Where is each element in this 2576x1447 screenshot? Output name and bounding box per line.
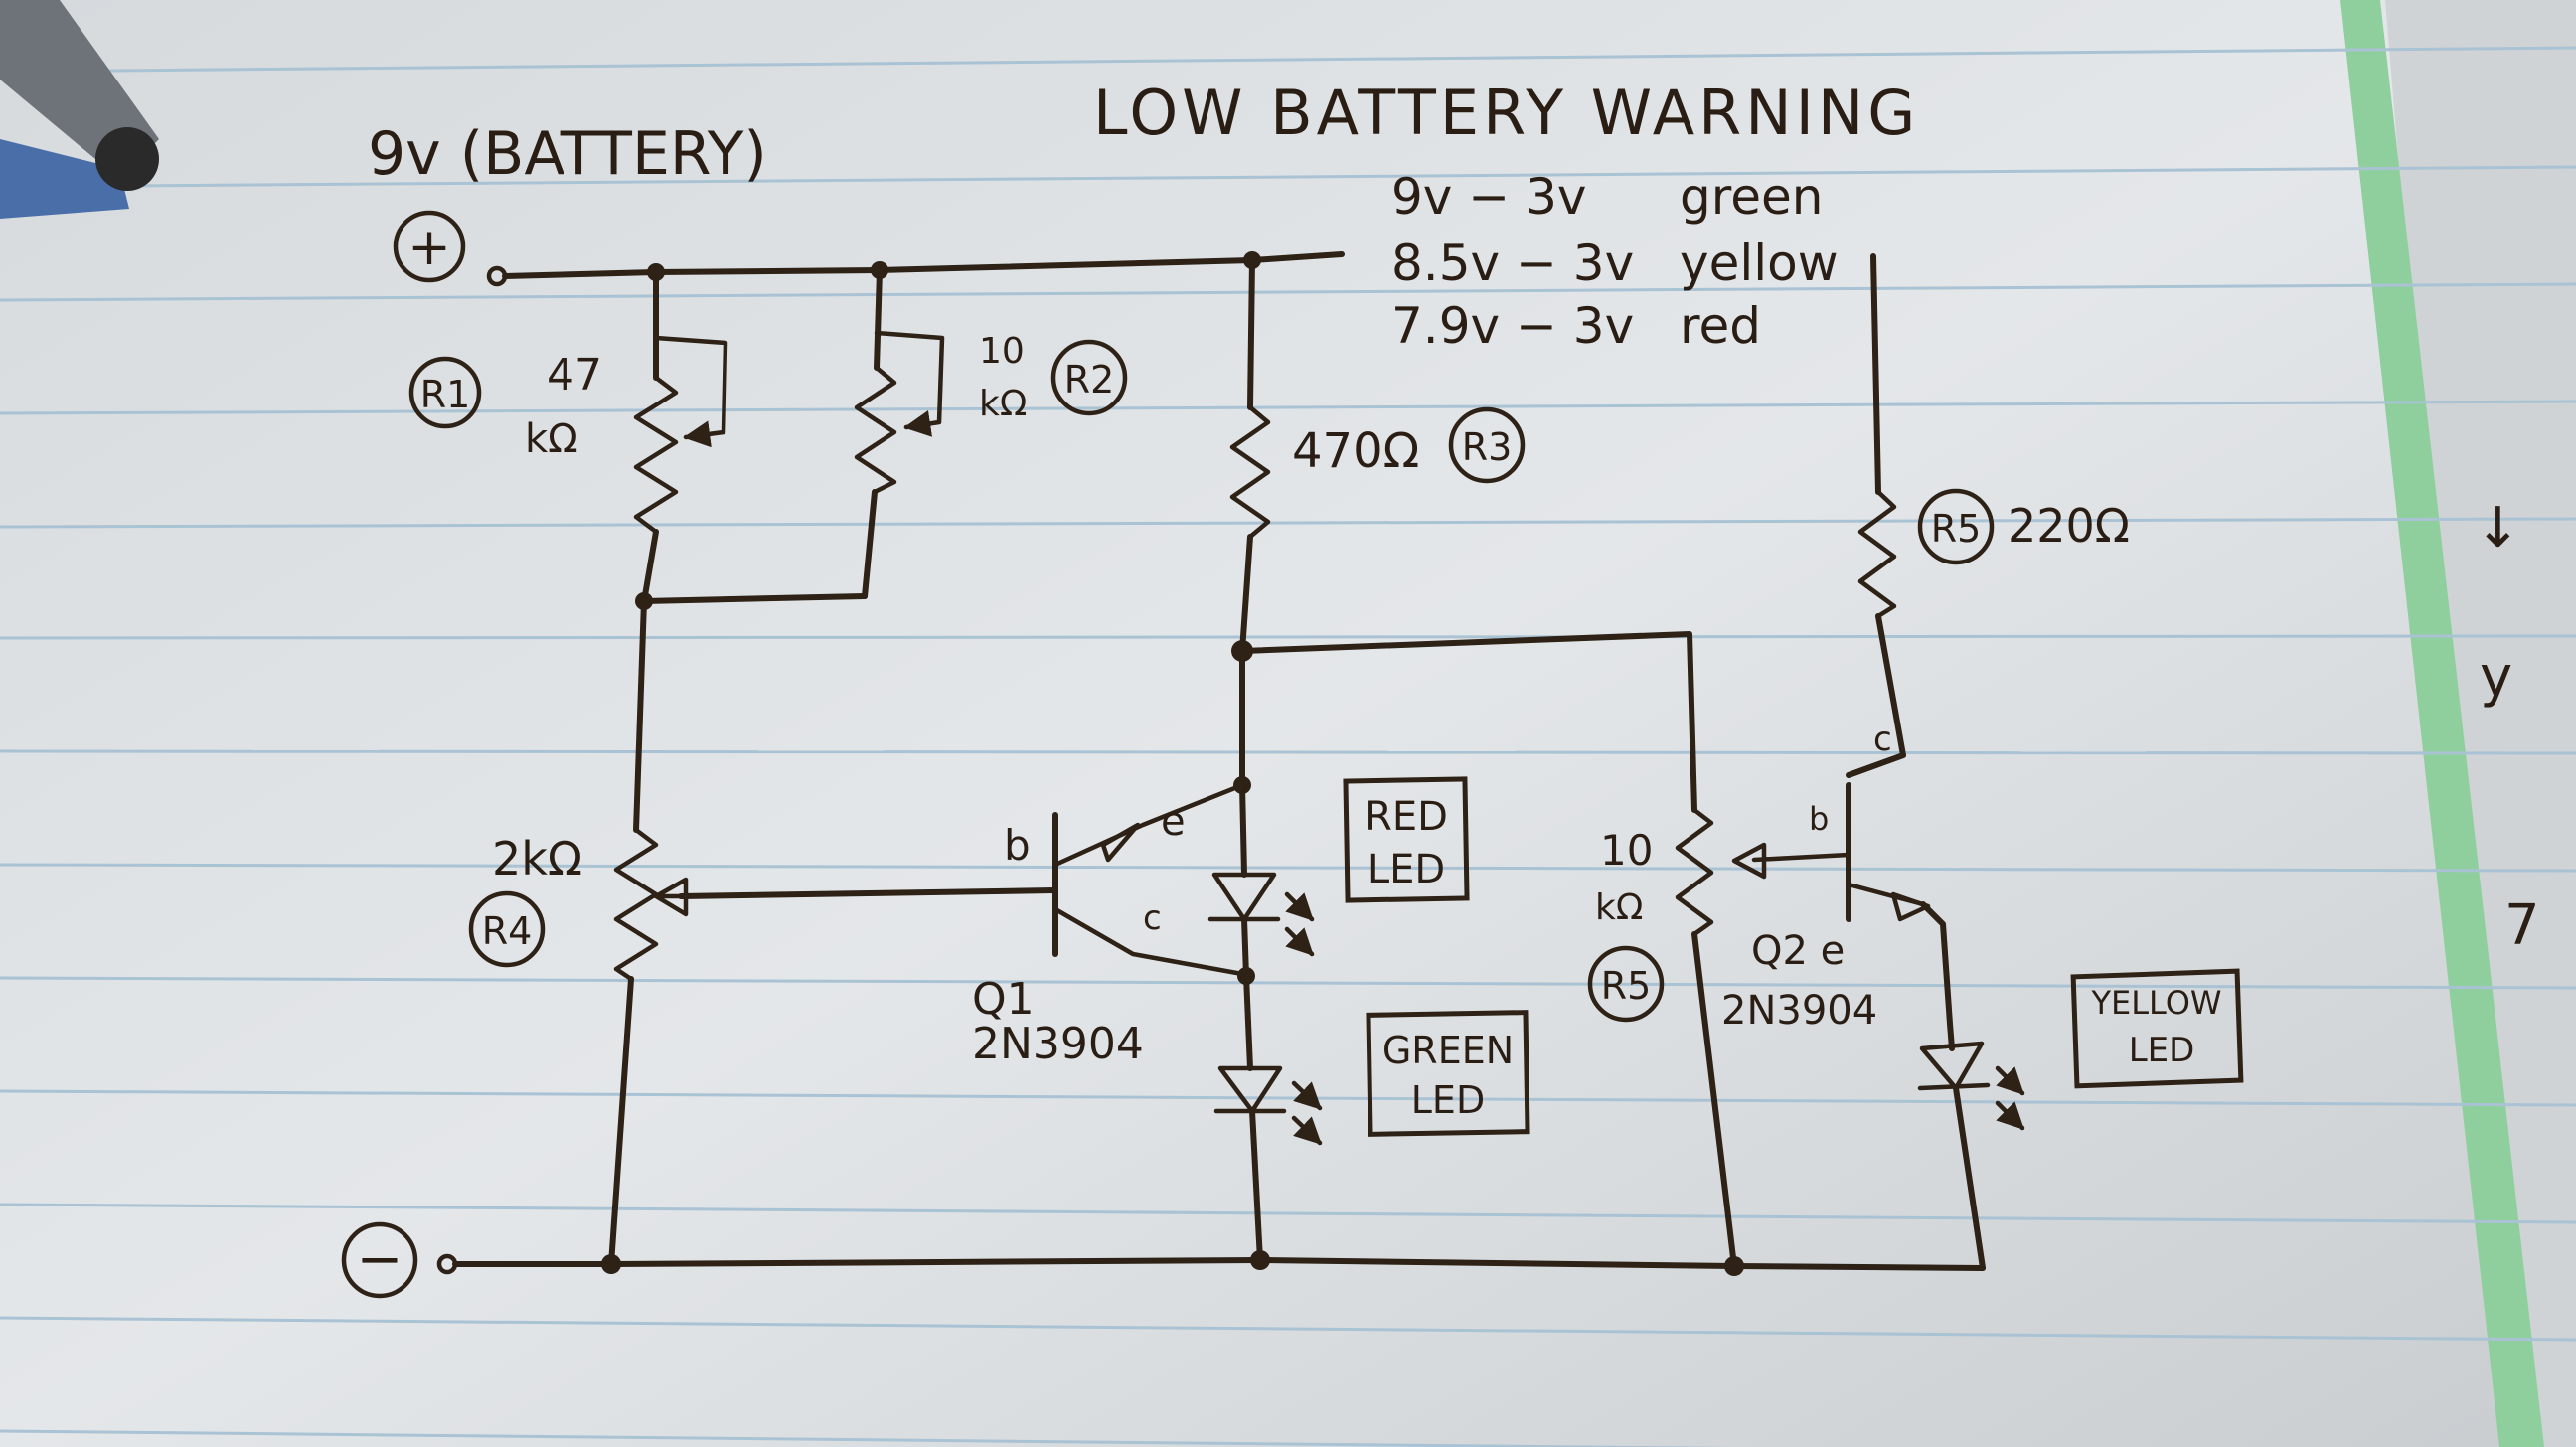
green-led-label-line2: LED — [1411, 1078, 1485, 1122]
r5-collector-tag: R5 — [1931, 507, 1982, 551]
r3-node-wire — [1239, 631, 1697, 813]
r5-pot-unit: kΩ — [1595, 887, 1643, 928]
ruled-lines — [0, 46, 2576, 1447]
r4-value: 2kΩ — [492, 832, 582, 885]
threshold-color: yellow — [1680, 235, 1839, 292]
q1-name: Q1 — [972, 974, 1035, 1025]
q1-pin-c: c — [1143, 898, 1162, 938]
r2-value: 10 — [979, 331, 1025, 372]
q1-transistor: b e c Q1 2N3904 — [972, 648, 1251, 1069]
r1-value: 47 — [547, 350, 602, 401]
threshold-range: 7.9v − 3v — [1391, 297, 1634, 355]
svg-text:↓: ↓ — [2475, 496, 2521, 561]
r1-tag: R1 — [420, 373, 471, 416]
negative-terminal: − — [341, 1221, 458, 1299]
threshold-notes: 9v − 3v green 8.5v − 3v yellow 7.9v − 3v… — [1391, 168, 1839, 355]
r5-collector-resistor: R5 220Ω — [1857, 253, 2130, 619]
threshold-range: 9v − 3v — [1391, 168, 1586, 226]
q2-part: 2N3904 — [1721, 988, 1877, 1034]
q1-part: 2N3904 — [972, 1019, 1144, 1069]
r2-variable-resistor: R2 10 kΩ — [854, 267, 1128, 599]
q2-transistor: c b Q2 e 2N3904 — [1721, 613, 1953, 1034]
r2-unit: kΩ — [979, 384, 1027, 424]
r4-tag: R4 — [482, 909, 533, 953]
yellow-led-label-line1: YELLOW — [2090, 984, 2221, 1022]
r5-pot-value: 10 — [1600, 826, 1653, 875]
red-led-label-line2: LED — [1368, 847, 1445, 892]
green-led-label-line1: GREEN — [1382, 1029, 1514, 1072]
threshold-range: 8.5v − 3v — [1391, 235, 1634, 292]
r4-wiper-wire — [678, 887, 1056, 899]
threshold-color: green — [1680, 168, 1823, 226]
r5-potentiometer: 10 kΩ R5 — [1587, 807, 1852, 1269]
pen-object — [0, 0, 159, 219]
r5-pot-tag: R5 — [1601, 964, 1652, 1008]
q1-pin-b: b — [1004, 821, 1031, 870]
r1-variable-resistor: R1 47 kΩ — [408, 269, 728, 604]
svg-text:y: y — [2480, 645, 2512, 710]
r1-unit: kΩ — [525, 416, 578, 462]
r5-collector-value: 220Ω — [2008, 499, 2130, 553]
r3-value: 470Ω — [1292, 423, 1419, 479]
yellow-led-label-line2: LED — [2129, 1031, 2195, 1070]
plus-symbol: + — [407, 218, 451, 277]
battery-label: 9v (BATTERY) — [368, 119, 767, 189]
r2-tag: R2 — [1064, 358, 1115, 402]
r4-potentiometer: R4 2kΩ — [468, 827, 659, 1267]
minus-symbol: − — [357, 1227, 403, 1292]
next-page-marks: ↓ y 7 — [2475, 496, 2540, 958]
red-led: RED LED — [1208, 776, 1470, 985]
threshold-color: red — [1680, 297, 1761, 355]
q2-name: Q2 e — [1751, 928, 1845, 974]
margin-strip — [2340, 0, 2544, 1447]
q2-pin-c: c — [1873, 720, 1892, 759]
yellow-led: YELLOW LED — [1917, 968, 2244, 1271]
q1-pin-e: e — [1161, 799, 1186, 845]
q2-pin-b: b — [1809, 800, 1829, 838]
r3-resistor: 470Ω R3 — [1229, 257, 1526, 654]
red-led-label-line1: RED — [1365, 794, 1448, 840]
r3-tag: R3 — [1462, 425, 1513, 469]
green-led: GREEN LED — [1213, 973, 1530, 1263]
positive-terminal: + — [393, 210, 508, 287]
svg-text:7: 7 — [2504, 893, 2540, 958]
r1-r2-junction-wire — [633, 593, 868, 833]
diagram-title: LOW BATTERY WARNING — [1093, 77, 1919, 149]
